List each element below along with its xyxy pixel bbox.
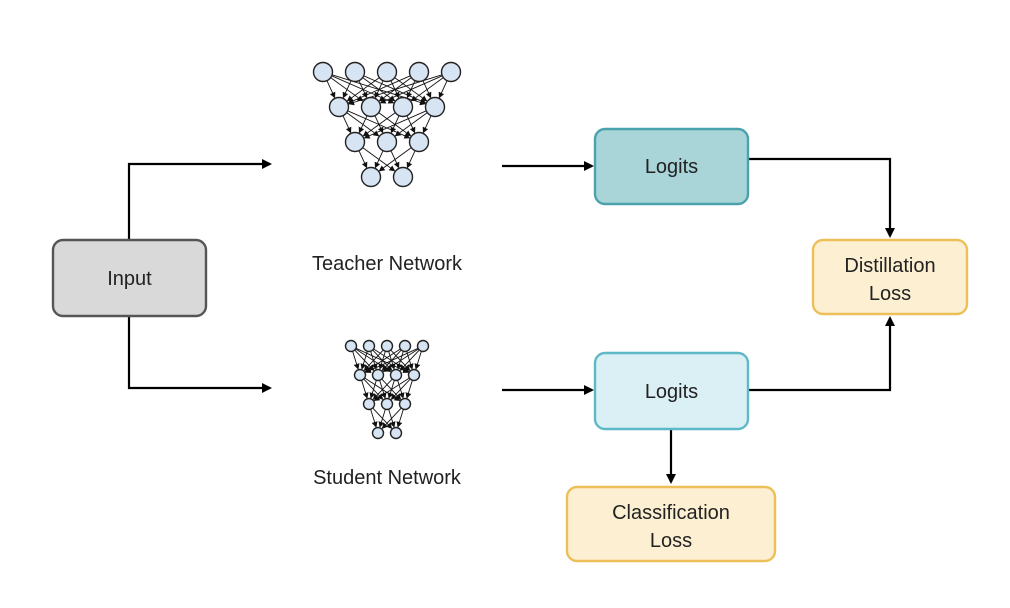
teacher-connection	[342, 80, 352, 99]
student-connection	[381, 407, 402, 429]
student-neuron	[371, 426, 385, 440]
teacher-connection	[362, 112, 396, 137]
teacher-connection	[346, 77, 380, 102]
teacher-connection	[374, 150, 384, 169]
student-neuron	[398, 397, 412, 411]
classification-loss-node: Classification Loss	[565, 485, 777, 563]
teacher-connection	[347, 75, 411, 104]
teacher-neuron	[424, 96, 446, 118]
distillation-loss-line2: Loss	[869, 283, 911, 305]
student-connection	[405, 380, 413, 399]
student-neuron	[407, 368, 421, 382]
student-neuron	[353, 368, 367, 382]
student-network-label: Student Network	[313, 467, 462, 489]
teacher-neuron	[392, 96, 414, 118]
teacher-neuron	[440, 61, 462, 83]
teacher-neuron	[376, 131, 398, 153]
teacher-connection	[406, 150, 416, 169]
teacher-neuron	[312, 61, 334, 83]
teacher-neuron	[328, 96, 350, 118]
student-connection	[382, 348, 419, 373]
teacher-connection	[438, 80, 448, 99]
wire-input-to-teacher	[127, 159, 272, 240]
teacher-connection	[358, 115, 368, 134]
teacher-connection	[378, 147, 412, 172]
student-connection	[373, 377, 410, 402]
student-connection	[360, 351, 368, 370]
teacher-connection	[358, 80, 368, 99]
student-neuron	[398, 339, 412, 353]
student-neuron	[344, 339, 358, 353]
teacher-connection	[348, 74, 443, 106]
student-logits-node: Logits	[593, 351, 750, 431]
teacher-connection	[362, 147, 396, 172]
teacher-neuron	[408, 61, 430, 83]
student-neuron	[362, 339, 376, 353]
teacher-network-graphic	[312, 61, 462, 188]
distillation-loss-line1: Distillation	[844, 255, 935, 277]
teacher-connection	[330, 77, 364, 102]
student-connection	[364, 347, 419, 373]
teacher-neuron	[344, 61, 366, 83]
teacher-neuron	[360, 96, 382, 118]
classification-loss-line1: Classification	[612, 502, 730, 524]
teacher-connection	[422, 115, 432, 134]
teacher-connection	[406, 115, 416, 134]
student-connection	[370, 409, 378, 428]
teacher-connection	[390, 150, 400, 169]
student-connection	[369, 380, 377, 399]
teacher-connection	[358, 150, 368, 169]
student-neuron	[380, 339, 394, 353]
teacher-network-label: Teacher Network	[312, 253, 463, 275]
student-neuron	[416, 339, 430, 353]
teacher-neuron	[376, 61, 398, 83]
student-neuron	[389, 426, 403, 440]
wire-teacher-logits-to-distillation	[749, 157, 895, 238]
distillation-loss-node: Distillation Loss	[811, 238, 969, 316]
student-connection	[399, 349, 420, 371]
student-connection	[414, 351, 422, 370]
teacher-connection	[410, 77, 444, 102]
teacher-connection	[326, 80, 336, 99]
teacher-connection	[342, 115, 352, 134]
student-connection	[352, 351, 360, 370]
wire-input-to-student	[127, 316, 272, 393]
student-connection	[378, 409, 386, 428]
teacher-connection	[422, 80, 432, 99]
student-connection	[361, 380, 369, 399]
teacher-connection	[394, 112, 428, 137]
student-network-graphic	[344, 339, 430, 440]
classification-loss-line2: Loss	[650, 530, 692, 552]
student-neuron	[362, 397, 376, 411]
teacher-neuron	[344, 131, 366, 153]
teacher-connection	[374, 115, 384, 134]
teacher-neuron	[408, 131, 430, 153]
teacher-logits-label: Logits	[645, 156, 698, 178]
student-neuron	[380, 397, 394, 411]
teacher-neuron	[360, 166, 382, 188]
input-node: Input	[51, 238, 208, 318]
student-neuron	[389, 368, 403, 382]
teacher-connection	[346, 112, 380, 137]
input-label: Input	[107, 268, 152, 290]
student-connection	[396, 409, 404, 428]
student-connection	[390, 378, 411, 400]
teacher-connection	[379, 75, 443, 104]
teacher-connection	[363, 110, 427, 139]
student-neuron	[371, 368, 385, 382]
teacher-neuron	[392, 166, 414, 188]
student-logits-label: Logits	[645, 381, 698, 403]
teacher-logits-node: Logits	[593, 127, 750, 206]
wire-student-logits-to-distillation	[749, 316, 895, 392]
